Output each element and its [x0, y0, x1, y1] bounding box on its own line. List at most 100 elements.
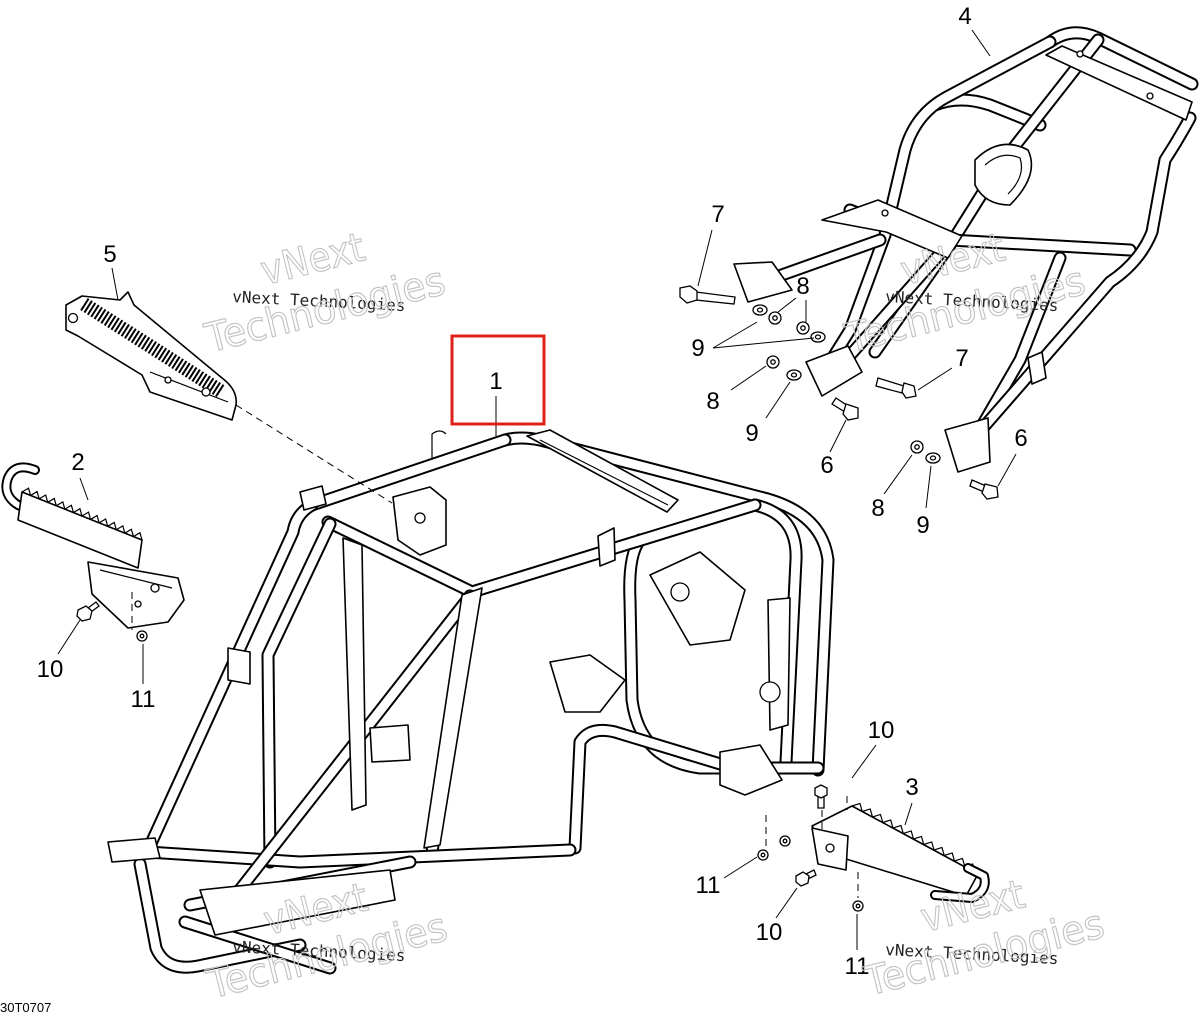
callout-8[interactable]: 8 — [871, 495, 884, 522]
subframe-tube-inner-inner — [870, 35, 1103, 357]
footrest-teeth — [21, 487, 143, 541]
leader-line — [57, 619, 81, 655]
leader-line — [829, 419, 847, 453]
part-10-bolt-left[interactable] — [76, 601, 100, 622]
callout-6[interactable]: 6 — [820, 452, 833, 479]
bolt-head — [981, 483, 999, 500]
handle-body — [65, 291, 238, 421]
part-8-nut[interactable] — [766, 355, 780, 369]
footrest-hole — [134, 600, 142, 608]
frame-tube-bottom-right-inner — [570, 725, 745, 853]
callout-labels: 4 7 5 8 9 7 1 8 9 6 6 2 8 9 10 11 10 3 1… — [37, 3, 1028, 980]
part-7-bolt-right[interactable] — [875, 377, 917, 399]
part-1-main-frame[interactable] — [107, 429, 835, 975]
callout-8[interactable]: 8 — [796, 273, 809, 300]
part-5-grab-handle[interactable] — [65, 291, 238, 421]
part-10-bolt-right-upper[interactable] — [814, 784, 828, 809]
callout-8[interactable]: 8 — [706, 388, 719, 415]
part-7-bolt-upper[interactable] — [679, 285, 736, 305]
frame-hole — [414, 512, 426, 524]
subframe-plate-cross — [821, 199, 963, 259]
frame-hook-top — [431, 430, 447, 458]
frame-tube-right-mid-inner — [625, 535, 823, 773]
part-8-nut[interactable] — [796, 321, 810, 335]
callout-1[interactable]: 1 — [489, 368, 502, 395]
callout-11[interactable]: 11 — [696, 872, 721, 899]
watermark-logo: vNext Technologies — [199, 224, 450, 363]
part-9-washer[interactable] — [786, 369, 802, 381]
frame-crossmember-front — [199, 869, 396, 936]
callout-2[interactable]: 2 — [71, 449, 84, 476]
callout-3[interactable]: 3 — [905, 774, 918, 801]
watermark-text: vNext Technologies — [232, 287, 406, 315]
part-11-nut-right-b[interactable] — [757, 849, 769, 861]
part-4-rear-subframe[interactable] — [733, 26, 1199, 473]
part-9-washer[interactable] — [752, 304, 768, 316]
leader-line — [904, 802, 913, 826]
bolt-head — [901, 382, 917, 399]
watermark-logo-line1: vNext — [256, 225, 369, 295]
frame-tube-left-inner-inner — [263, 519, 335, 867]
frame-tab-top-left — [299, 485, 327, 511]
part-9-washer[interactable] — [925, 452, 941, 464]
frame-bracket-rear-lower — [719, 744, 783, 796]
highlight-box-part-1[interactable] — [450, 334, 546, 426]
callout-5[interactable]: 5 — [103, 241, 116, 268]
part-10-bolt-right-lower[interactable] — [795, 869, 817, 887]
callout-10[interactable]: 10 — [756, 919, 783, 946]
footrest-teeth — [851, 802, 976, 873]
callout-4[interactable]: 4 — [958, 3, 971, 30]
part-3-right-footrest[interactable] — [811, 802, 990, 903]
subframe-tube-left-rail — [823, 35, 1057, 369]
part-11-nut-left[interactable] — [136, 630, 148, 642]
callout-6[interactable]: 6 — [1014, 425, 1027, 452]
callout-7[interactable]: 7 — [711, 201, 724, 228]
frame-bracket-mid — [369, 724, 411, 763]
footrest-loop-inner — [3, 464, 138, 559]
part-11-nut-right-c[interactable] — [852, 900, 864, 912]
bolt-shank — [875, 377, 905, 394]
frame-tube-front-lower-inner — [135, 859, 305, 972]
part-9-washer[interactable] — [810, 331, 826, 343]
footrest-loop-inner — [932, 865, 988, 901]
leader-line — [697, 229, 713, 287]
part-6-bolt-right[interactable] — [969, 479, 999, 500]
footrest-bracket — [87, 561, 185, 629]
part-11-nut-right-a[interactable] — [779, 835, 791, 847]
footrest-hole — [150, 583, 160, 593]
callout-9[interactable]: 9 — [916, 512, 929, 539]
frame-hole — [670, 582, 690, 602]
callout-7[interactable]: 7 — [955, 345, 968, 372]
leader-line — [730, 365, 767, 391]
callout-10[interactable]: 10 — [868, 717, 895, 744]
leader-line — [971, 29, 991, 57]
callout-9[interactable]: 9 — [745, 420, 758, 447]
callout-11[interactable]: 11 — [845, 953, 870, 980]
leader-line — [712, 321, 815, 349]
part-8-nut[interactable] — [910, 440, 924, 454]
subframe-bracket-lower — [944, 417, 991, 473]
subframe-bracket-upper-left — [733, 261, 793, 303]
part-8-nut[interactable] — [768, 311, 782, 325]
handle-grip-texture — [80, 298, 226, 398]
frame-tube-bottom-inner — [143, 845, 575, 867]
subframe-bracket-teardrop-inner — [984, 154, 1023, 195]
subframe-plate-top-bar — [1045, 45, 1193, 121]
handle-mount-hole — [164, 376, 172, 384]
part-2-left-footrest[interactable] — [1, 462, 185, 629]
callout-10[interactable]: 10 — [37, 656, 64, 683]
frame-plate-center-long — [423, 587, 483, 849]
subframe-hole — [1146, 92, 1154, 100]
hardware-bolts-nuts-washers[interactable] — [679, 285, 999, 500]
frame-tab-small — [597, 527, 616, 567]
subframe-tube-left-rail-inner — [825, 37, 1055, 367]
bolt-head — [679, 285, 698, 304]
leader-line — [775, 887, 798, 919]
callout-11[interactable]: 11 — [131, 686, 156, 713]
assembly-guide-lines — [131, 404, 859, 898]
frame-bracket-front — [107, 837, 161, 863]
callout-9[interactable]: 9 — [691, 335, 704, 362]
leader-line — [111, 267, 119, 301]
part-6-bolt-mid[interactable] — [831, 397, 859, 421]
